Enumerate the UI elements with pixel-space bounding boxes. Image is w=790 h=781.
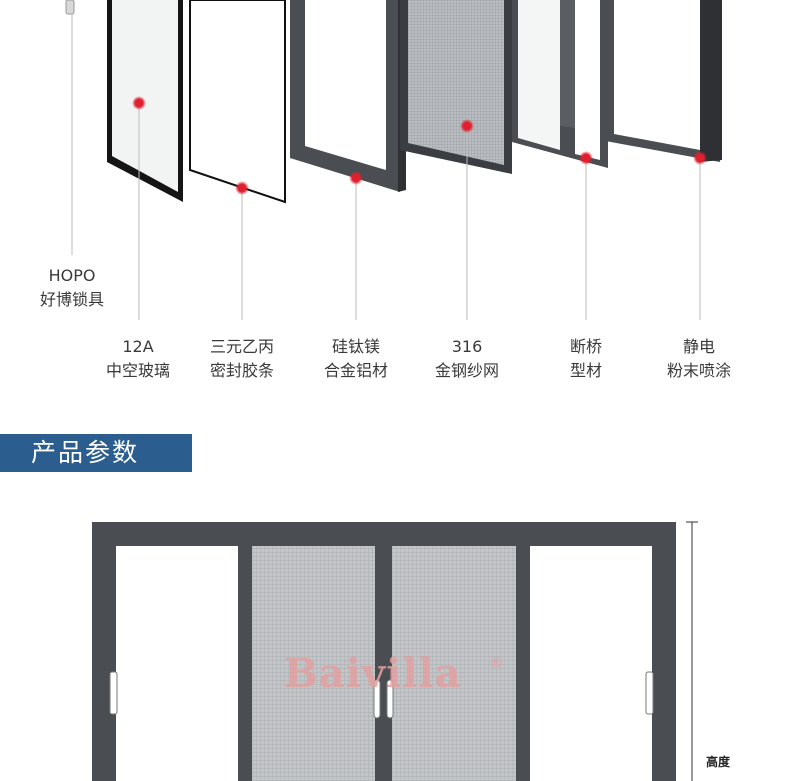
- seal-strip-part: [189, 0, 286, 320]
- label-alloy-line2: 合金铝材: [323, 361, 388, 380]
- section-title: 产品参数: [31, 438, 140, 467]
- label-lock: HOPO 好博锁具: [30, 264, 114, 312]
- alloy-frame-part: [290, 0, 406, 320]
- label-bridge: 断桥 型材: [546, 335, 626, 383]
- label-seal: 三元乙丙 密封胶条: [202, 335, 282, 383]
- label-seal-line2: 密封胶条: [209, 361, 274, 380]
- label-glass-line1: 12A: [122, 337, 154, 356]
- marker-seal: [235, 181, 249, 195]
- label-mesh-line1: 316: [451, 337, 483, 356]
- brand-watermark: Baivilla: [284, 650, 462, 697]
- marker-coating: [693, 151, 707, 165]
- bridge-profile-part: [512, 0, 608, 320]
- marker-glass: [132, 96, 146, 110]
- handle-left: [373, 679, 381, 719]
- lock-handle-part: [65, 0, 75, 255]
- label-alloy: 硅钛镁 合金铝材: [316, 335, 396, 383]
- label-bridge-line1: 断桥: [569, 337, 602, 356]
- label-coating: 静电 粉末喷涂: [656, 335, 742, 383]
- coated-frame-part: [600, 0, 722, 320]
- height-label: 高度: [706, 755, 731, 769]
- label-glass-line2: 中空玻璃: [105, 361, 170, 380]
- registered-mark: ®: [489, 655, 503, 671]
- label-mesh: 316 金钢纱网: [427, 335, 507, 383]
- label-bridge-line2: 型材: [569, 361, 602, 380]
- label-coating-line2: 粉末喷涂: [666, 361, 731, 380]
- label-lock-line1: HOPO: [48, 266, 96, 285]
- mesh-panel-part: [400, 0, 512, 320]
- marker-bridge: [579, 151, 593, 165]
- label-coating-line1: 静电: [682, 337, 715, 356]
- handle-right: [386, 679, 394, 719]
- label-seal-line1: 三元乙丙: [209, 337, 274, 356]
- label-alloy-line1: 硅钛镁: [331, 337, 380, 356]
- label-glass: 12A 中空玻璃: [98, 335, 178, 383]
- section-banner: 产品参数: [0, 434, 192, 472]
- marker-mesh: [460, 119, 474, 133]
- marker-alloy: [349, 171, 363, 185]
- label-mesh-line2: 金钢纱网: [434, 361, 499, 380]
- label-lock-line2: 好博锁具: [39, 290, 104, 309]
